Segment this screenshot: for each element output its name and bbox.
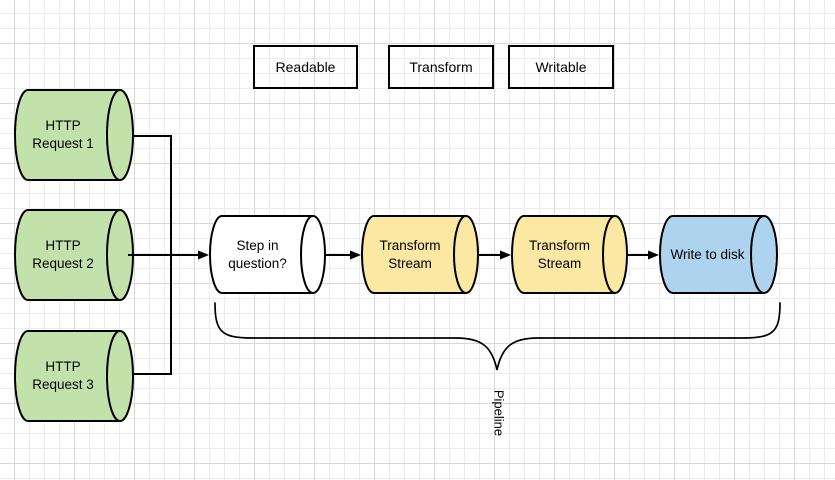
cylinder-body-http-request-2[interactable] (14, 209, 134, 301)
arrowhead-icon (350, 250, 361, 260)
arrowhead-icon (500, 250, 511, 260)
connector-arrow-4[interactable] (627, 250, 659, 260)
connector-arrow-1[interactable] (128, 250, 209, 260)
node-http-request-2[interactable] (14, 209, 134, 301)
node-step-in-question[interactable] (209, 215, 326, 294)
cylinder-body-transform-stream-2[interactable] (511, 215, 628, 294)
cylinder-cap-http-request-2 (106, 209, 121, 301)
node-write-to-disk[interactable] (659, 215, 778, 294)
node-transform-stream-1[interactable] (361, 215, 479, 294)
legend-label-writable: Writable (535, 59, 587, 75)
arrowhead-icon (648, 250, 659, 260)
cylinder-body-step-in-question[interactable] (209, 215, 326, 294)
node-http-request-3[interactable] (14, 330, 134, 422)
pipeline-brace[interactable] (214, 302, 781, 371)
legend-box-writable[interactable]: Writable (508, 45, 614, 89)
legend-box-transform[interactable]: Transform (388, 45, 494, 89)
legend-label-readable: Readable (275, 59, 336, 75)
cylinder-cap-http-request-1 (106, 89, 121, 181)
cylinder-cap-write-to-disk (750, 215, 765, 294)
cylinder-body-write-to-disk[interactable] (659, 215, 778, 294)
node-http-request-1[interactable] (14, 89, 134, 181)
cylinder-body-http-request-3[interactable] (14, 330, 134, 422)
cylinder-cap-transform-stream-2 (602, 215, 616, 294)
arrowhead-icon (198, 250, 209, 260)
cylinder-cap-step-in-question (300, 215, 314, 294)
cylinder-body-http-request-1[interactable] (14, 89, 134, 181)
connector-arrow-2[interactable] (325, 250, 361, 260)
connector-arrow-3[interactable] (478, 250, 511, 260)
cylinder-cap-http-request-3 (106, 330, 121, 422)
node-transform-stream-2[interactable] (511, 215, 628, 294)
cylinder-cap-transform-stream-1 (453, 215, 467, 294)
legend-box-readable[interactable]: Readable (253, 45, 358, 89)
legend-label-transform: Transform (409, 59, 473, 75)
cylinder-body-transform-stream-1[interactable] (361, 215, 479, 294)
